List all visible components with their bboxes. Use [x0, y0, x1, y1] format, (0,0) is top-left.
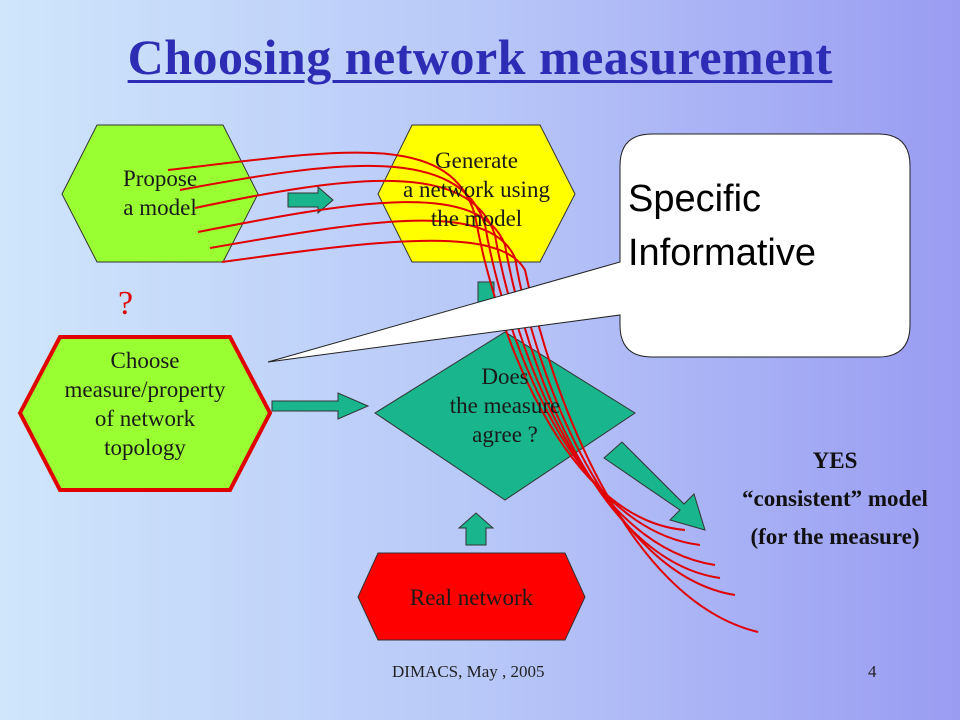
- generate-label: Generate a network using the model: [403, 148, 550, 231]
- generate-hexagon: [377, 124, 576, 263]
- slide-title: Choosing network measurement: [127, 29, 833, 85]
- propose-hexagon: [61, 124, 259, 263]
- callout-text: Specific Informative: [628, 178, 816, 274]
- red-curve: [221, 239, 759, 633]
- arrow-up-icon: [457, 512, 495, 546]
- agree-label: Does the measure agree ?: [449, 364, 561, 447]
- arrow-right-icon: [287, 185, 334, 215]
- arrow-right-icon: [271, 392, 370, 420]
- yes-consistent-label: YES “consistent” model (for the measure): [742, 448, 928, 549]
- choose-label: Choose measure/property of network topol…: [64, 348, 226, 460]
- choose-hexagon: [17, 335, 273, 492]
- agree-diamond: [374, 331, 636, 501]
- real-network-hexagon: [357, 552, 586, 641]
- red-curve: [209, 219, 736, 596]
- arrow-diagonal-icon: [603, 441, 706, 531]
- real-network-label: Real network: [409, 585, 534, 610]
- question-mark: ?: [118, 285, 134, 322]
- page-number: 4: [868, 662, 877, 681]
- propose-label: Propose a model: [122, 166, 198, 220]
- callout-bubble: [267, 133, 911, 363]
- red-curves: [167, 151, 759, 633]
- footer-left: DIMACS, May , 2005: [392, 662, 545, 681]
